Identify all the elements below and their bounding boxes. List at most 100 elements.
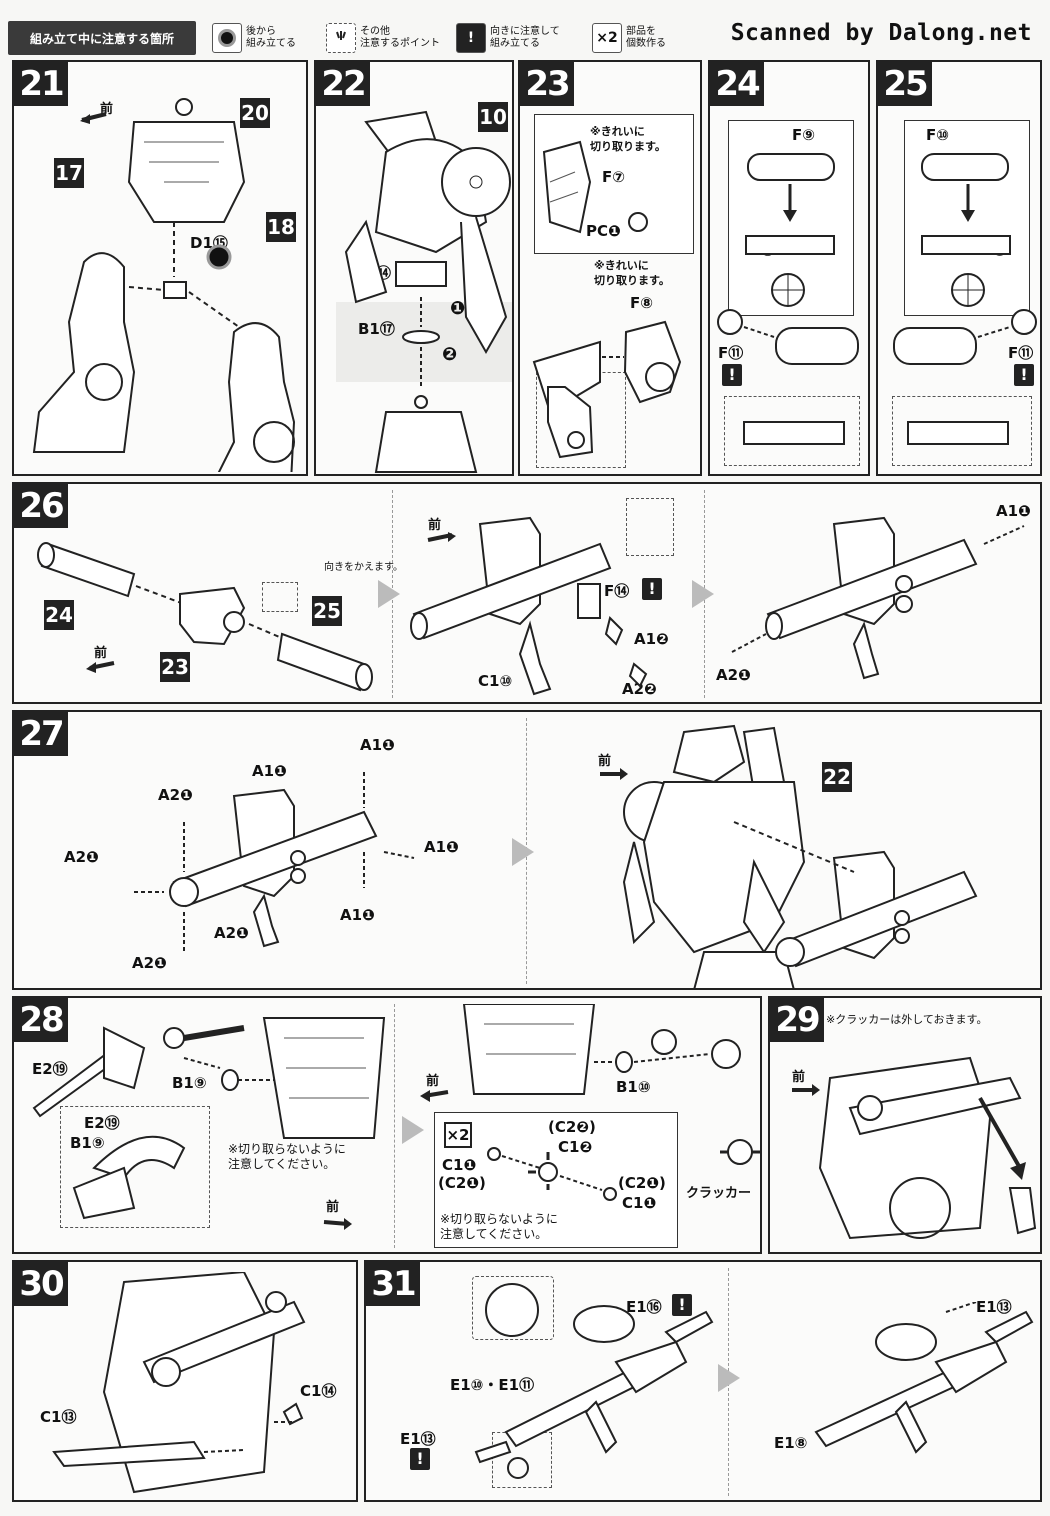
next-step-arrow-icon — [512, 838, 534, 866]
step-27-panel: 27 A1❶ A1❶ A2❶ A2❶ A1❶ A1❶ A2❶ A2❶ 前 22 — [12, 710, 1042, 990]
part-label: F⑪ — [718, 344, 744, 362]
step-number: 26 — [14, 484, 68, 528]
step-29-panel: 29 ※クラッカーは外しておきます。 前 — [768, 996, 1042, 1254]
step-number: 22 — [316, 62, 370, 106]
part-label: A1❶ — [252, 762, 287, 780]
part-label: E2⑲ — [32, 1060, 68, 1078]
part-label: A2❶ — [716, 666, 751, 684]
cut-note: ※きれいに 切り取ります。 — [594, 259, 670, 287]
warning-icon: ! — [1014, 364, 1034, 386]
part-label: C1⑩ — [478, 672, 513, 690]
hip-cracker-drawing — [462, 1004, 741, 1095]
front-arrow-icon — [600, 768, 628, 780]
warning-icon: ! — [672, 1294, 692, 1316]
detail-dash-box — [60, 1106, 210, 1228]
part-label: C1⑬ — [40, 1408, 77, 1426]
multiply-two-icon: ×2 — [592, 23, 622, 53]
part-label: B1⑩ — [616, 1078, 651, 1096]
detail-dash-box — [724, 396, 860, 466]
step-23-panel: 23 ※きれいに 切り取ります。 F⑦ PC❶ ※きれいに 切り取ります。 F⑧ — [518, 60, 702, 476]
part-label: E1⑧ — [774, 1434, 808, 1452]
part-label: F⑩ — [926, 126, 949, 144]
part-label: A2❶ — [158, 786, 193, 804]
front-label: 前 — [792, 1070, 806, 1085]
part-label: (C2❶) — [618, 1174, 666, 1192]
legend-title: 組み立て中に注意する箇所 — [8, 21, 196, 55]
other-point-icon — [326, 23, 356, 53]
step-number: 30 — [14, 1262, 68, 1306]
ref-box-17: 17 — [54, 158, 84, 188]
step-25-panel: 25 F⑩ F⑫ F⑪ ! — [876, 60, 1042, 476]
part-label: F⑪ — [1008, 344, 1034, 362]
front-label: 前 — [598, 754, 612, 769]
part-label: E1⑯ — [626, 1298, 662, 1316]
part-label: A2❷ — [622, 680, 657, 698]
step-number: 27 — [14, 712, 68, 756]
torso-cannon-drawing — [622, 724, 978, 988]
step-number: 21 — [14, 62, 68, 106]
front-arrow-icon — [427, 532, 456, 542]
cannon-unit-drawing — [410, 516, 648, 696]
part-label: F⑧ — [630, 294, 653, 312]
part-label: F⑨ — [792, 126, 815, 144]
ref-box-25: 25 — [312, 596, 342, 626]
cracker-removal-note: ※クラッカーは外しておきます。 — [826, 1013, 988, 1026]
cannon-assembly-drawing — [37, 542, 373, 692]
step-21-panel: 21 前 20 17 18 D1⑮ — [12, 60, 308, 476]
detail-dash-box — [472, 1276, 554, 1340]
warning-icon: ! — [642, 578, 662, 600]
detail-dash-box — [892, 396, 1032, 466]
part-label: E1⑬ — [400, 1430, 436, 1448]
step-number: 24 — [710, 62, 764, 106]
step-30-panel: 30 C1⑭ C1⑬ — [12, 1260, 358, 1502]
multiply-two-icon: ×2 — [444, 1122, 472, 1148]
cannon-finished-drawing — [731, 516, 1025, 680]
next-step-arrow-icon — [692, 580, 714, 608]
part-label: A1❶ — [996, 502, 1031, 520]
front-arrow-icon — [80, 112, 107, 124]
ref-box-18: 18 — [266, 212, 296, 242]
torso-waist-drawing — [344, 110, 511, 473]
legend-bar: 組み立て中に注意する箇所 後から 組み立てる その他 注意するポイント ! 向き… — [8, 18, 1042, 60]
step-26-panel: 26 24 23 25 前 向きをかえます。 前 F⑭ ! A1❷ A2❷ C1… — [12, 482, 1042, 704]
detail-dash-box — [262, 582, 298, 612]
turn-note: 向きをかえます。 — [324, 562, 403, 573]
legend-item-multiple: ×2 部品を 個数作る — [592, 21, 666, 55]
warning-icon: ! — [410, 1448, 430, 1470]
part-label: A2❶ — [214, 924, 249, 942]
order-marker: ❷ — [442, 344, 458, 365]
part-label: (C2❶) — [438, 1174, 486, 1192]
part-label: B1⑨ — [70, 1134, 105, 1152]
part-label: A2❶ — [132, 954, 167, 972]
front-arrow-icon — [420, 1090, 449, 1102]
caution-note: ※切り取らないように 注意してください。 — [440, 1212, 558, 1241]
caution-note: ※切り取らないように 注意してください。 — [228, 1142, 346, 1171]
shoulder-part-drawing — [532, 140, 682, 459]
machine-gun-drawing — [474, 1283, 714, 1479]
legend-item-back-assembly: 後から 組み立てる — [212, 21, 296, 55]
back-view-drawing — [818, 1056, 1037, 1240]
back-assembly-icon — [212, 23, 242, 53]
part-label: B1⑨ — [172, 1074, 207, 1092]
part-label: (C2❷) — [548, 1118, 596, 1136]
step-number: 25 — [878, 62, 932, 106]
next-step-arrow-icon — [402, 1116, 424, 1144]
detail-dash-box — [626, 498, 674, 556]
cylinder-part-drawing — [893, 153, 1037, 445]
order-marker: ❶ — [450, 298, 466, 319]
step-number: 23 — [520, 62, 574, 106]
part-label: A1❶ — [360, 736, 395, 754]
ref-box-10: 10 — [478, 102, 508, 132]
ref-box-22: 22 — [822, 762, 852, 792]
next-step-arrow-icon — [718, 1364, 740, 1392]
part-label: C1❶ — [442, 1156, 477, 1174]
part-label: E1⑬ — [976, 1298, 1012, 1316]
part-label: F⑭ — [604, 582, 630, 600]
cylinder-part-drawing — [717, 153, 859, 445]
part-label: E1⑩・E1⑪ — [450, 1376, 535, 1394]
next-step-arrow-icon — [378, 580, 400, 608]
part-label: C1❶ — [622, 1194, 657, 1212]
part-label: A2❶ — [64, 848, 99, 866]
part-label: A1❶ — [340, 906, 375, 924]
step-31-panel: 31 E1⑯ ! E1⑩・E1⑪ E1⑬ ! E1⑬ E1⑧ — [364, 1260, 1042, 1502]
